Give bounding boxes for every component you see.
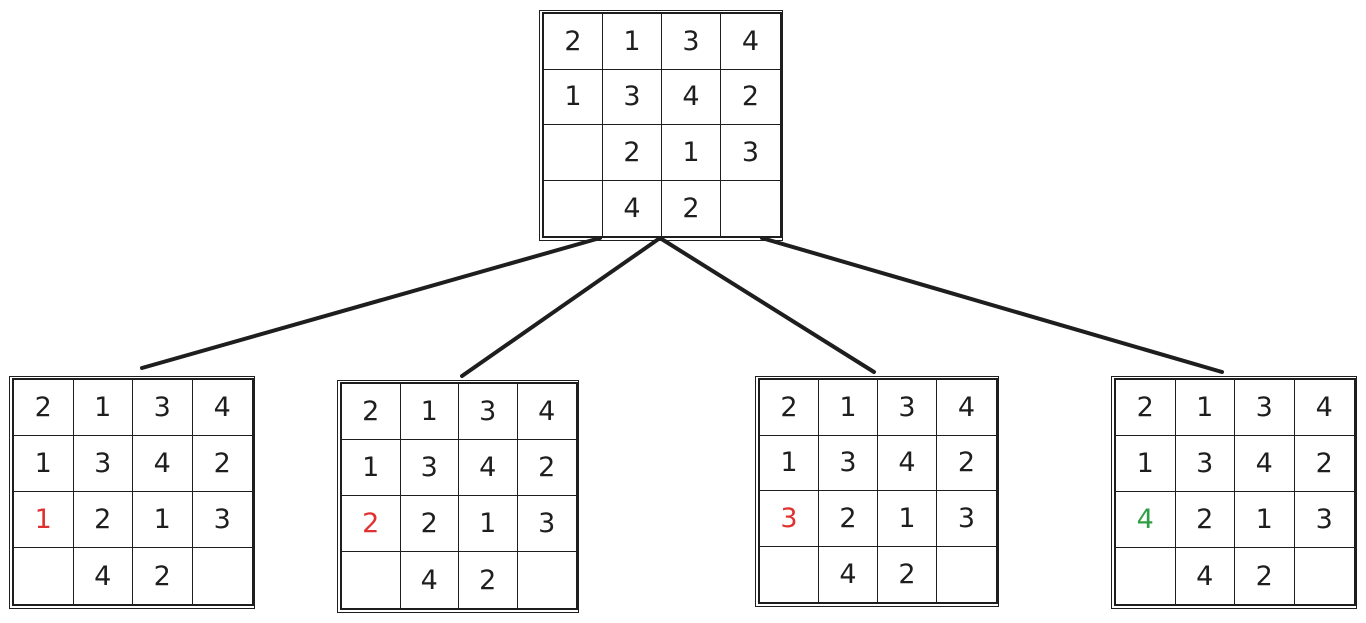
grid-cell-r2-c4: 2 [1294, 436, 1354, 492]
grid-cell-r4-c1 [544, 180, 603, 236]
grid-cell-r2-c3: 4 [1235, 436, 1295, 492]
grid-cell-r2-c2: 3 [73, 436, 133, 492]
grid-cell-r3-c4: 3 [721, 125, 780, 181]
grid-cell-r4-c1 [342, 552, 401, 608]
grid-cell-r1-c2: 1 [73, 380, 133, 436]
grid-cell-r3-c4: 3 [1294, 492, 1354, 548]
grid-cell-r4-c4 [193, 548, 253, 604]
grid-cell-r2-c2: 3 [400, 440, 459, 496]
grid-cell-r1-c4: 4 [192, 380, 252, 436]
grid-cell-r4-c2: 4 [819, 546, 878, 602]
grid-cell-r4-c3: 2 [878, 546, 937, 602]
grid-cell-r3-c2: 2 [819, 491, 878, 547]
grid-cell-r2-c1: 1 [1116, 436, 1176, 492]
grid-cell-r2-c4: 2 [192, 436, 252, 492]
grid-cell-r3-c2: 2 [400, 496, 459, 552]
candidate-cell: 1 [14, 492, 74, 548]
grid-cell-r2-c1: 1 [544, 69, 603, 125]
grid-cell-r3-c4: 3 [937, 491, 996, 547]
grid-cell-r4-c4 [518, 552, 577, 608]
grid-cell-r2-c3: 4 [878, 435, 937, 491]
grid-cell-r4-c4 [937, 547, 996, 603]
grid-cell-r1-c3: 3 [133, 380, 193, 436]
grid-cell-r1-c3: 3 [1235, 380, 1295, 436]
grid-cell-r4-c2: 4 [401, 552, 459, 608]
grid-cell-r1-c3: 3 [662, 14, 721, 70]
grid-cell-r1-c3: 3 [878, 380, 937, 436]
grid-cell-r2-c3: 4 [459, 440, 518, 496]
grid-cell-r4-c1 [760, 546, 819, 602]
grid-cell-r4-c3: 2 [662, 180, 721, 236]
grid-cell-r3-c3: 1 [662, 125, 721, 181]
grid-cell-r3-c2: 2 [603, 125, 662, 181]
grid-cell-r3-c1 [544, 125, 603, 181]
grid-cell-r1-c4: 4 [1294, 380, 1354, 436]
grid-cell-r4-c1 [1116, 548, 1176, 604]
grid-cell-r2-c1: 1 [342, 440, 401, 496]
grid-cell-r2-c4: 2 [937, 436, 996, 491]
connector-line-4 [760, 236, 1224, 374]
grid-cell-r1-c4: 4 [937, 380, 996, 436]
grid-cell-r4-c3: 2 [133, 548, 193, 604]
grid-cell-r2-c3: 4 [662, 69, 721, 125]
connector-line-1 [140, 236, 602, 370]
grid-cell-r2-c1: 1 [14, 436, 74, 492]
grid-cell-r3-c4: 3 [517, 496, 576, 552]
grid-cell-r1-c2: 1 [1175, 380, 1235, 436]
grid-cell-r3-c4: 3 [192, 492, 252, 548]
grid-cell-r1-c4: 4 [517, 384, 576, 440]
grid-cell-r1-c3: 3 [459, 384, 518, 440]
grid-cell-r1-c2: 1 [603, 14, 662, 70]
grid-cell-r4-c2: 4 [74, 548, 133, 604]
grid-cell-r2-c4: 2 [517, 440, 576, 496]
grid-cell-r1-c1: 2 [1116, 380, 1176, 436]
grid-cell-r3-c3: 1 [133, 492, 193, 548]
grid-cell-r2-c1: 1 [760, 435, 819, 491]
grid-cell-r1-c1: 2 [760, 380, 819, 436]
grid-cell-r1-c4: 4 [721, 14, 780, 70]
grid-cell-r4-c2: 4 [603, 180, 662, 236]
grid-cell-r3-c2: 2 [1175, 492, 1235, 548]
candidate-cell: 2 [342, 496, 401, 552]
grid-cell-r3-c3: 1 [459, 496, 518, 552]
candidate-cell: 3 [760, 491, 819, 547]
grid-cell-r4-c2: 4 [1176, 548, 1235, 604]
grid-cell-r4-c3: 2 [459, 552, 518, 608]
grid-cell-r1-c1: 2 [14, 380, 74, 436]
grid-cell-r1-c1: 2 [544, 14, 603, 70]
grid-cell-r4-c1 [14, 548, 74, 604]
grid-cell-r3-c3: 1 [1235, 492, 1295, 548]
grid-cell-r2-c2: 3 [603, 69, 662, 125]
grid-cell-r1-c2: 1 [819, 380, 878, 436]
grid-cell-r1-c1: 2 [342, 384, 401, 440]
grid-cell-r2-c2: 3 [819, 435, 878, 491]
grid-cell-r4-c4 [721, 181, 780, 237]
connector-line-2 [460, 236, 662, 378]
grid-cell-r1-c2: 1 [400, 384, 459, 440]
candidate-cell: 4 [1116, 492, 1176, 548]
grid-cell-r4-c4 [1295, 548, 1355, 604]
grid-cell-r2-c2: 3 [1175, 436, 1235, 492]
grid-cell-r2-c4: 2 [721, 70, 780, 125]
connector-line-3 [658, 236, 876, 374]
grid-cell-r4-c3: 2 [1235, 548, 1295, 604]
grid-cell-r2-c3: 4 [133, 436, 193, 492]
grid-cell-r3-c2: 2 [73, 492, 133, 548]
grid-cell-r3-c3: 1 [878, 491, 937, 547]
